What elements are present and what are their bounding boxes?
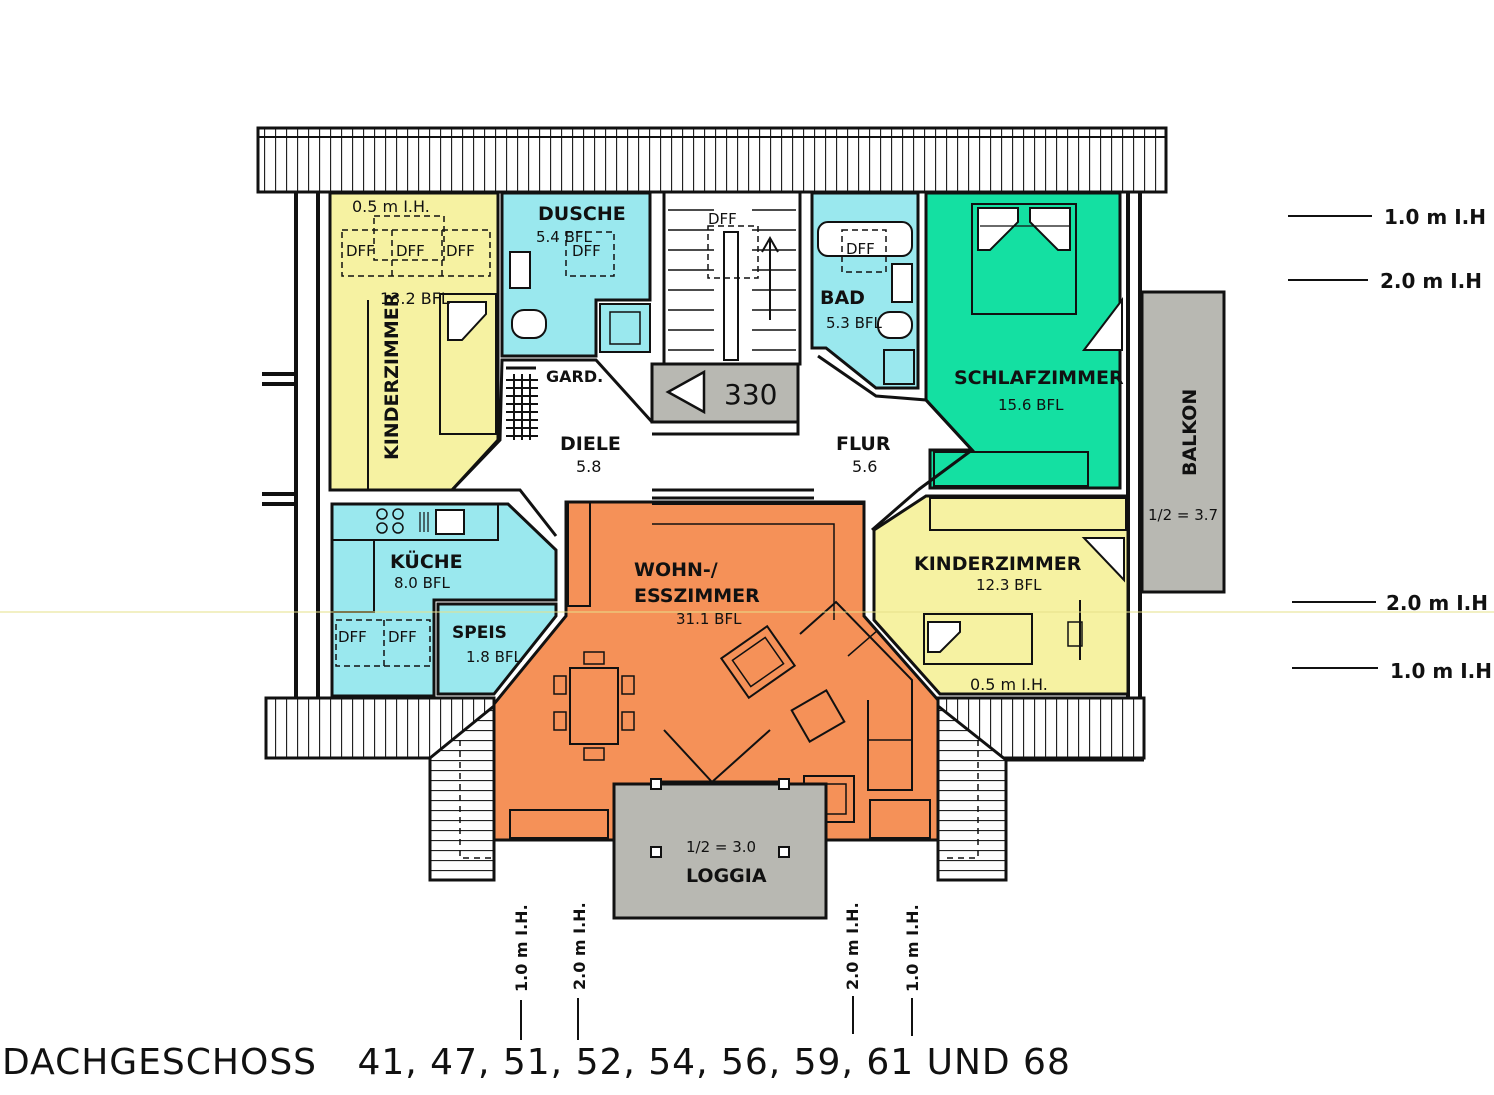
staircase bbox=[650, 190, 802, 424]
kinder2-area: 12.3 BFL bbox=[976, 576, 1042, 594]
kinder2-name: KINDERZIMMER bbox=[914, 553, 1082, 575]
diele-area: 5.8 bbox=[576, 457, 601, 476]
balkon-area: 1/2 = 3.7 bbox=[1148, 506, 1218, 524]
loggia-name: LOGGIA bbox=[686, 865, 767, 887]
height-mark: 1.0 m I.H. bbox=[903, 904, 922, 992]
schlaf-area: 15.6 BFL bbox=[998, 396, 1064, 414]
wohn-area: 31.1 BFL bbox=[676, 610, 742, 628]
caption-numbers: 41, 47, 51, 52, 54, 56, 59, 61 UND 68 bbox=[357, 1042, 1071, 1083]
room-schlafzimmer bbox=[924, 191, 1123, 490]
room-loggia bbox=[612, 778, 828, 920]
room-balkon bbox=[1140, 290, 1226, 594]
room-kueche bbox=[330, 502, 558, 698]
room-labels: 0.5 m I.H. DFF DFF DFF 13.2 BFL KINDERZI… bbox=[338, 197, 1218, 887]
wohn-name-1: WOHN-/ bbox=[634, 559, 718, 581]
stair-number: 330 bbox=[724, 378, 777, 411]
wohn-name-2: ESSZIMMER bbox=[634, 585, 760, 607]
plan-caption: DACHGESCHOSS 41, 47, 51, 52, 54, 56, 59,… bbox=[2, 1042, 1071, 1083]
loggia-area: 1/2 = 3.0 bbox=[686, 838, 756, 856]
dff-label: DFF bbox=[346, 242, 375, 260]
flur-area: 5.6 bbox=[852, 457, 877, 476]
schlaf-name: SCHLAFZIMMER bbox=[954, 367, 1124, 389]
roof-bottom bbox=[264, 696, 1146, 882]
kinder1-name: KINDERZIMMER bbox=[381, 292, 403, 460]
room-dusche bbox=[500, 191, 652, 358]
hallway-walls bbox=[450, 354, 975, 537]
height-mark: 2.0 m I.H bbox=[1380, 269, 1482, 293]
height-mark: 2.0 m I.H. bbox=[570, 902, 589, 990]
stair-dff: DFF bbox=[708, 210, 737, 228]
bad-name: BAD bbox=[820, 287, 865, 309]
height-mark: 2.0 m I.H. bbox=[843, 902, 862, 990]
gard-hatch bbox=[506, 374, 538, 440]
diele-name: DIELE bbox=[560, 433, 621, 455]
dff-label: DFF bbox=[446, 242, 475, 260]
room-kinderzimmer-left bbox=[328, 191, 500, 492]
balkon-name: BALKON bbox=[1179, 389, 1201, 476]
kinder1-area: 13.2 BFL bbox=[380, 289, 450, 308]
kueche-name: KÜCHE bbox=[390, 549, 463, 573]
speis-area: 1.8 BFL bbox=[466, 648, 523, 666]
roof-top bbox=[256, 126, 1168, 194]
room-bad bbox=[810, 191, 920, 390]
kinder2-note: 0.5 m I.H. bbox=[970, 675, 1048, 694]
flur-name: FLUR bbox=[836, 433, 891, 455]
gard-name: GARD. bbox=[546, 367, 603, 386]
height-mark: 1.0 m I.H bbox=[1384, 205, 1486, 229]
room-kinderzimmer-right bbox=[872, 494, 1130, 696]
dff-label: DFF bbox=[572, 242, 601, 260]
height-mark: 1.0 m I.H bbox=[1390, 659, 1492, 683]
bad-area: 5.3 BFL bbox=[826, 314, 883, 332]
dff-label: DFF bbox=[396, 242, 425, 260]
dff-label: DFF bbox=[846, 240, 875, 258]
dff-label: DFF bbox=[388, 628, 417, 646]
height-mark: 2.0 m I.H bbox=[1386, 591, 1488, 615]
height-marks-bottom: 1.0 m I.H. 2.0 m I.H. 2.0 m I.H. 1.0 m I… bbox=[512, 902, 922, 1040]
kueche-area: 8.0 BFL bbox=[394, 574, 451, 592]
dusche-name: DUSCHE bbox=[538, 203, 626, 225]
dusche-area: 5.4 BFL bbox=[536, 228, 593, 246]
height-marks-right: 1.0 m I.H 2.0 m I.H 2.0 m I.H 1.0 m I.H bbox=[1288, 205, 1492, 683]
dff-label: DFF bbox=[338, 628, 367, 646]
kinder1-note: 0.5 m I.H. bbox=[352, 197, 430, 216]
room-speis bbox=[436, 602, 558, 696]
speis-name: SPEIS bbox=[452, 623, 507, 643]
caption-title: DACHGESCHOSS bbox=[2, 1042, 318, 1083]
height-mark: 1.0 m I.H. bbox=[512, 904, 531, 992]
